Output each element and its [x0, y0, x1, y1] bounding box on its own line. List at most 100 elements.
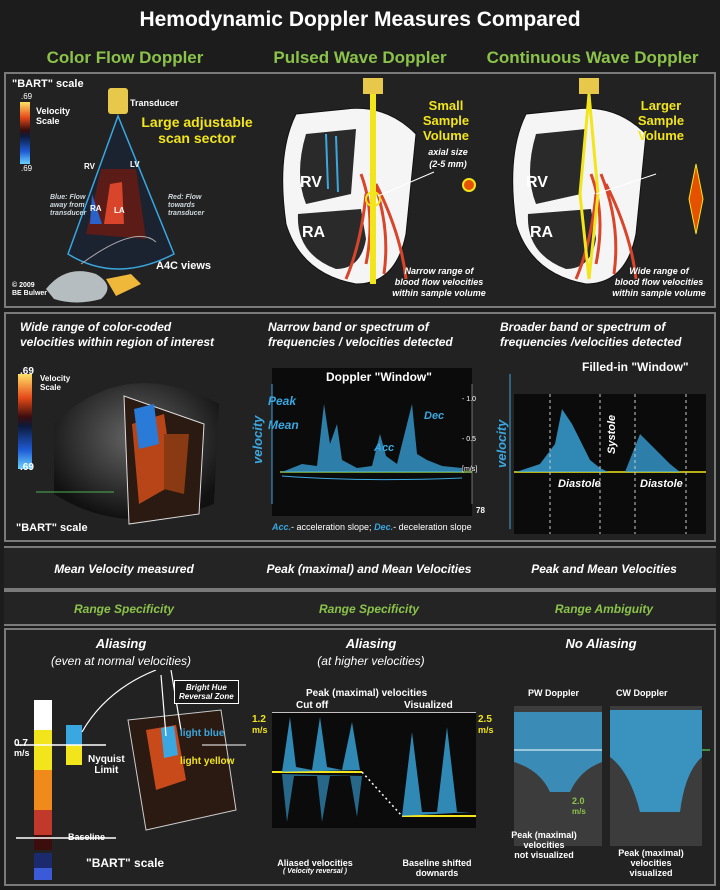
beam-line [370, 94, 376, 284]
transducer-label: Transducer [130, 98, 179, 108]
light-blue-label: light blue [180, 728, 225, 739]
axial-line: (2-5 mm) [429, 159, 467, 169]
cw-note-line: blood flow velocities [614, 277, 704, 287]
red-flow-line: transducer [168, 210, 205, 217]
visualized-label: Visualized [404, 700, 453, 711]
pw-heading-line: Narrow band or spectrum of [268, 320, 429, 334]
cw-measure-text: Peak and Mean Velocities [531, 562, 677, 576]
range-row: Range Specificity Range Specificity Rang… [4, 590, 716, 626]
axial-size-label: axial size (2-5 mm) [418, 146, 478, 170]
transducer-icon [579, 78, 599, 94]
red-flow-line: towards [168, 202, 195, 209]
column-heading-color-flow: Color Flow Doppler [46, 48, 204, 67]
color-flow-echo-image [18, 374, 219, 525]
baseline-shift-line: downards [415, 868, 459, 878]
blue-flow-line: away from [50, 202, 85, 209]
pw-measure-text: Peak (maximal) and Mean Velocities [266, 562, 472, 576]
red-flow-line: Red: Flow [168, 194, 202, 201]
axial-line: axial size [428, 147, 468, 157]
pw-tick: - 0.5 [462, 436, 477, 443]
cw-note-line: Wide range of [629, 266, 689, 276]
pw-range-text: Range Specificity [318, 602, 420, 616]
cw-note-line: within sample volume [612, 288, 706, 298]
pw-frame-number: 78 [476, 506, 485, 515]
systole-label: Systole [606, 414, 618, 454]
pw-12-value: 1.2 [252, 714, 266, 725]
small-sample-line: Sample [422, 113, 470, 128]
credit-line: BE Bulwer [12, 290, 48, 297]
pw-note-line: within sample volume [392, 288, 486, 298]
cw-velocity-axis-label: velocity [494, 419, 509, 468]
diastole-label-1: Diastole [558, 478, 601, 490]
pw-spectral-envelope [282, 404, 462, 472]
diastole-label-2: Diastole [640, 478, 683, 490]
mean-label: Mean [268, 418, 299, 432]
cf-heading-line: velocities within region of interest [20, 335, 215, 349]
pw-caption: Acc.- acceleration slope; Dec.- decelera… [272, 522, 472, 532]
doppler-window-label: Doppler "Window" [326, 370, 432, 384]
not-visualized-line: not visualized [514, 850, 574, 860]
rv-label: RV [84, 162, 95, 171]
pw-heading-line: frequencies / velocities detected [268, 335, 453, 349]
pw-25-value: 2.5 [478, 714, 492, 725]
velocity-scale-label: Velocity Scale [36, 106, 71, 126]
blue-flow-line: Blue: Flow [50, 194, 86, 201]
bottom-panel: Aliasing (even at normal velocities) Bri… [4, 628, 716, 886]
caption-dec-text: - deceleration slope [393, 522, 472, 532]
pw-velocity-axis-label: velocity [250, 415, 265, 464]
cw-rv-label: RV [526, 174, 548, 191]
cf-velocity-scale-label: Velocity Scale [40, 374, 71, 392]
scan-sector-line1: Large adjustable [141, 114, 253, 130]
bart-scale-bar [18, 374, 32, 469]
credit-line: © 2009 [12, 282, 35, 289]
small-sample-line: Volume [423, 128, 469, 143]
color-flow-diagram [20, 88, 175, 303]
transducer-icon [363, 78, 383, 94]
pw-spectral-display [271, 368, 473, 516]
cf-07-value: 0.7 [14, 738, 28, 749]
cw-ra-label: RA [530, 224, 554, 241]
light-yellow-label: light yellow [180, 756, 235, 767]
nyquist-line: Limit [94, 765, 119, 776]
aliased-line: Aliased velocities [277, 858, 353, 868]
larger-sample-line: Sample [637, 113, 685, 128]
cf-scale-bottom: .69 [20, 462, 34, 473]
cw-doppler-label: CW Doppler [616, 688, 668, 698]
pw-note-line: Narrow range of [404, 266, 474, 276]
pw-aliasing-title: Aliasing [345, 636, 397, 651]
visualized-line: velocities [630, 858, 672, 868]
acc-label: Acc [374, 442, 395, 454]
cf-aliasing-diagram [16, 670, 246, 880]
not-visualized-line: Peak (maximal) [511, 830, 577, 840]
transducer-icon [108, 88, 128, 114]
baseline-shift-line: Baseline shifted [402, 858, 472, 868]
cw-beam [578, 93, 600, 280]
visualized-line: visualized [629, 868, 673, 878]
column-heading-pulsed-wave: Pulsed Wave Doppler [273, 48, 447, 67]
scale-bottom-value: .69 [21, 164, 33, 173]
small-sample-line: Small [428, 98, 464, 113]
caption-acc-text: - acceleration slope; [291, 522, 375, 532]
pw-ms-unit-2: m/s [478, 725, 494, 735]
page-title: Hemodynamic Doppler Measures Compared [139, 8, 581, 31]
caption-dec: Dec. [374, 522, 394, 532]
measure-row: Mean Velocity measured Peak (maximal) an… [4, 546, 716, 590]
large-sample-icon [688, 163, 704, 235]
cw-spectral-display [509, 374, 706, 534]
aliased-velocities-label: Aliased velocities ( Velocity reversal ) [270, 858, 360, 875]
bottom-bart-label: "BART" scale [86, 856, 165, 870]
cf-scale-top: .69 [20, 366, 34, 377]
pw-tick: - 1.0 [462, 396, 477, 403]
pw-doppler-label: PW Doppler [528, 688, 579, 698]
pw-vs-cw-spectra [514, 706, 710, 846]
bright-hue-line: Reversal Zone [179, 692, 234, 701]
